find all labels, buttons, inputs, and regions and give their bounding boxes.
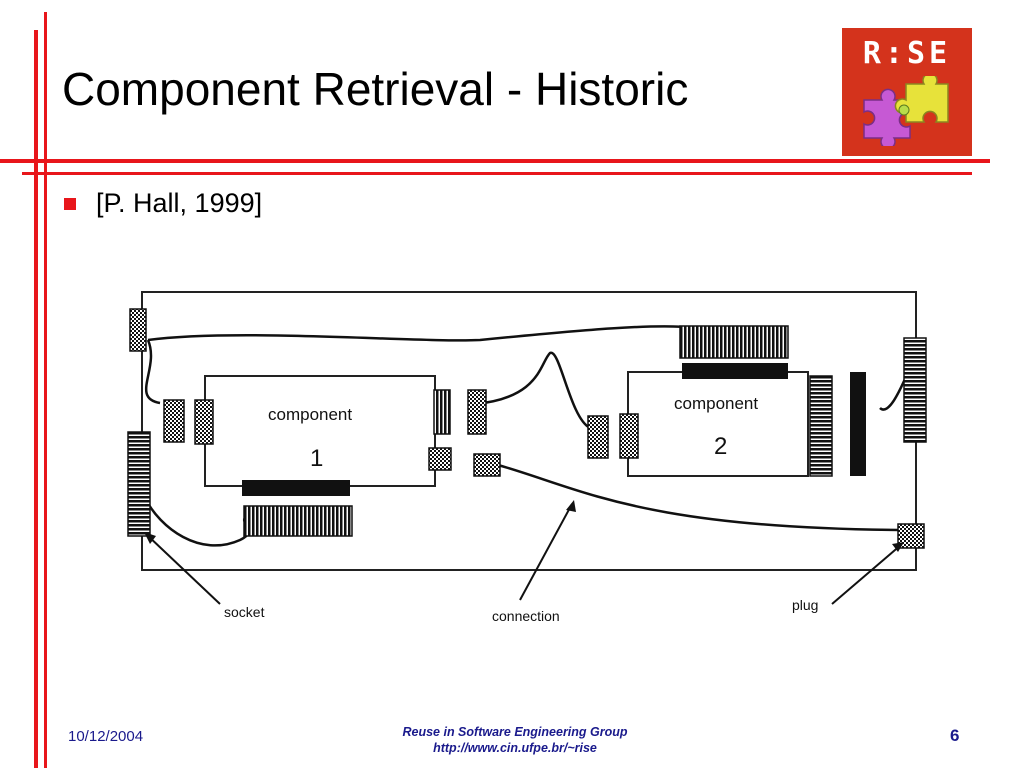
callout-arrowheads (144, 500, 904, 552)
strip-comp1-bottom-a (242, 480, 350, 496)
footer-group-name: Reuse in Software Engineering Group (402, 725, 628, 739)
component-1-label: component (268, 405, 352, 424)
component-2-number: 2 (714, 433, 727, 460)
header-rule-bottom (22, 172, 972, 175)
header-rule-top (0, 159, 990, 163)
bullet-item: [P. Hall, 1999] (64, 188, 262, 219)
callout-connection: connection (492, 608, 560, 624)
socket-top-left (129, 308, 147, 352)
callout-plug: plug (792, 597, 818, 613)
component-2-label: component (674, 394, 758, 413)
connector-strips (127, 325, 927, 537)
component-diagram: component 1 component 2 (127, 291, 927, 624)
strip-right-edge (903, 337, 927, 443)
strip-comp2-right-b (850, 372, 866, 476)
socket-comp2-left-a (587, 415, 609, 459)
callout-arrows (145, 503, 903, 605)
socket-comp1-right (433, 389, 451, 435)
socket-mid (467, 389, 487, 435)
sockets (129, 308, 925, 549)
footer-date: 10/12/2004 (68, 728, 144, 745)
left-vertical-rule-outer (34, 30, 38, 768)
bullet-square-icon (64, 197, 76, 210)
page-number: 6 (950, 726, 960, 745)
bullet-text: [P. Hall, 1999] (96, 188, 263, 218)
logo-text: R:SE (862, 36, 952, 71)
footer-group-info: Reuse in Software Engineering Group http… (330, 724, 700, 756)
strip-comp2-right-a (809, 375, 833, 477)
puzzle-pieces-icon (863, 76, 949, 146)
slide-title: Component Retrieval - Historic (62, 63, 689, 115)
socket-mid-small-a (428, 447, 452, 471)
left-vertical-rule-inner (44, 12, 47, 768)
callout-socket: socket (224, 604, 265, 620)
component-1-number: 1 (310, 445, 323, 472)
strip-comp1-bottom-b (243, 505, 353, 537)
component-2-box (627, 371, 809, 477)
strip-comp2-top-a (679, 325, 789, 359)
socket-comp2-left-b (619, 413, 639, 459)
rise-logo: R:SE (842, 28, 972, 156)
connection-wires (143, 325, 912, 547)
socket-mid-small-b (473, 453, 501, 477)
footer-url: http://www.cin.ufpe.br/~rise (433, 741, 597, 755)
socket-comp1-left-b (194, 399, 214, 445)
strip-left-vertical (127, 431, 151, 537)
strip-comp2-top-b (682, 363, 788, 379)
socket-comp1-left-a (163, 399, 185, 443)
